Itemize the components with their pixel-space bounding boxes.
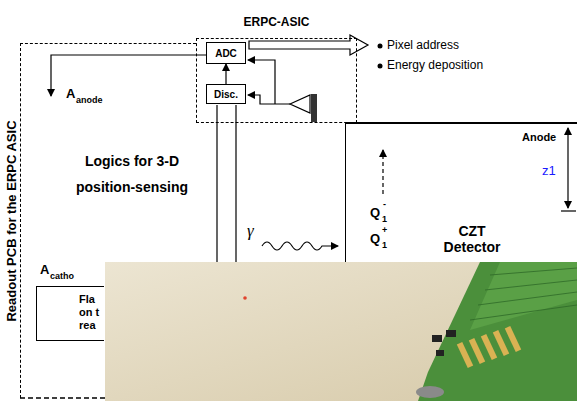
signal-name: A bbox=[66, 86, 75, 101]
charge-drift-arrow bbox=[382, 150, 383, 194]
charge-subscript: 1 bbox=[382, 240, 387, 250]
gamma-symbol: γ bbox=[247, 221, 254, 241]
dimension-line bbox=[561, 128, 576, 211]
output-label: Pixel address bbox=[387, 38, 459, 52]
box-label: Fla on t rea bbox=[79, 293, 107, 332]
region-title: Readout PCB for the ERPC ASIC bbox=[4, 120, 19, 321]
amplifier-symbol bbox=[290, 94, 317, 122]
signal-subscript: catho bbox=[50, 271, 74, 281]
electrode-label: Anode bbox=[522, 131, 556, 143]
signal-wires bbox=[51, 55, 290, 262]
pcb-outline bbox=[20, 397, 105, 399]
pcb-photo bbox=[105, 262, 577, 401]
charge-subscript: 1 bbox=[382, 214, 387, 224]
signal-arrow bbox=[225, 64, 226, 84]
gamma-ray bbox=[262, 242, 338, 250]
dimension-label: z1 bbox=[542, 163, 556, 178]
region-title: ERPC-ASIC bbox=[197, 15, 356, 29]
detector-label: CZT Detector bbox=[434, 223, 510, 255]
charge-sign: - bbox=[383, 199, 386, 209]
output-label: Energy deposition bbox=[387, 58, 483, 72]
block-label: Logics for 3-D position-sensing bbox=[72, 148, 192, 200]
box-label: Disc. bbox=[214, 89, 238, 100]
charge-sign: + bbox=[382, 225, 387, 235]
bullet bbox=[378, 44, 383, 69]
signal-name: A bbox=[40, 262, 49, 277]
process-box: ADC bbox=[206, 42, 246, 64]
process-box: Disc. bbox=[206, 84, 246, 104]
asic-region: ERPC-ASICADCDisc. bbox=[196, 38, 357, 123]
charge-symbol: Q bbox=[370, 231, 380, 246]
box-label: ADC bbox=[215, 48, 237, 59]
process-box: Fla on t rea bbox=[36, 286, 104, 341]
pcb-region: Readout PCB for the ERPC ASICFla on t re… bbox=[20, 43, 196, 398]
signal-subscript: anode bbox=[76, 95, 103, 105]
charge-symbol: Q bbox=[370, 205, 380, 220]
